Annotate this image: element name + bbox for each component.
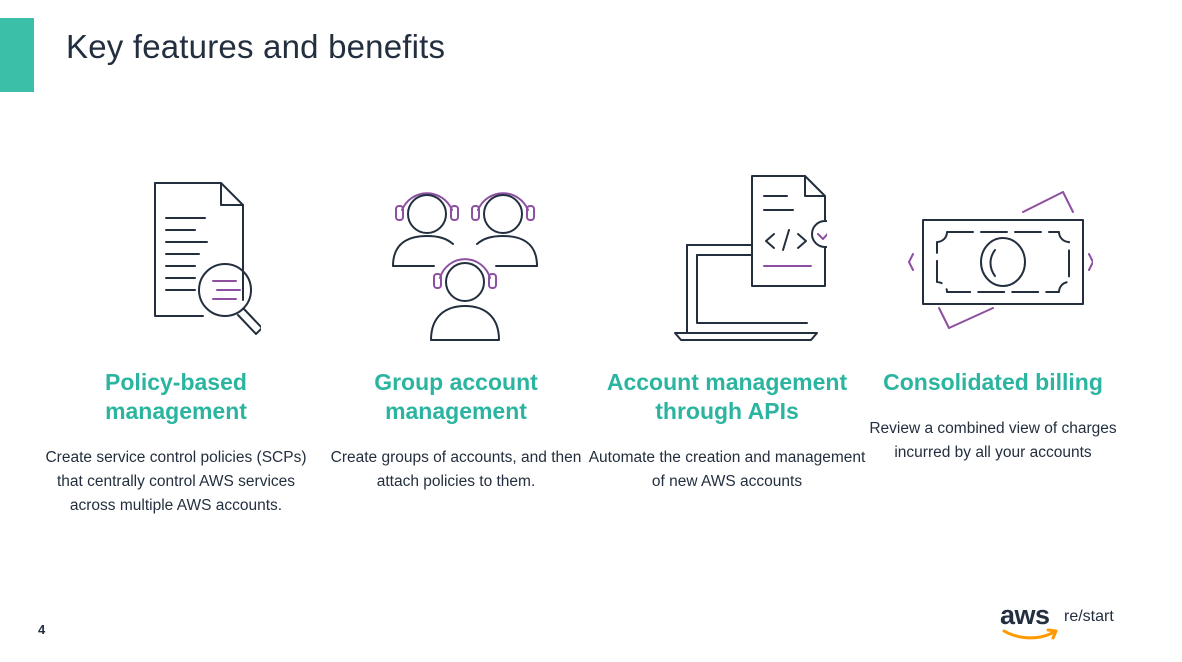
feature-heading: Account management through APIs [606,369,848,424]
feature-description: Automate the creation and management of … [588,449,866,490]
title-accent-bar [0,18,34,92]
feature-heading: Consolidated billing [883,369,1103,395]
aws-smile-icon [1002,628,1058,640]
aws-logo-mark: aws [1000,600,1060,644]
laptop-code-document-icon [587,165,867,350]
slide-title: Key features and benefits [66,28,446,65]
aws-restart-logo: aws re/start [1000,600,1114,644]
feature-heading: Policy-based management [105,369,247,424]
page-number: 4 [38,622,46,637]
feature-heading: Group account management [374,369,538,424]
feature-description: Create service control policies (SCPs) t… [45,449,307,514]
feature-consolidated-billing: Consolidated billing Review a combined v… [853,165,1133,465]
banknote-icon [853,165,1133,350]
user-group-headset-icon [316,165,596,350]
feature-description: Create groups of accounts, and then atta… [330,449,582,490]
aws-logo-word: aws [1000,600,1050,630]
feature-policy-based-management: Policy-based management Create service c… [36,165,316,518]
feature-group-account-management: Group account management Create groups o… [316,165,596,494]
feature-account-management-apis: Account management through APIs Automate… [587,165,867,494]
document-magnifier-icon [36,165,316,350]
restart-tagline: re/start [1064,608,1114,625]
feature-description: Review a combined view of charges incurr… [869,420,1117,461]
